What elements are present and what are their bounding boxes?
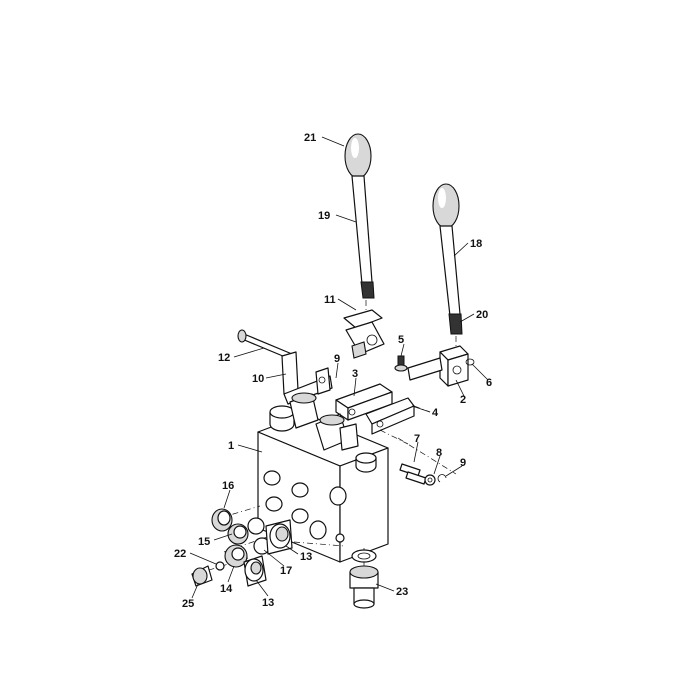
callout-11: 11	[324, 294, 336, 306]
callout-15: 15	[198, 536, 210, 548]
bolts-7-8-9	[399, 463, 447, 486]
fittings-13-15-17	[227, 517, 293, 555]
callout-20: 20	[476, 309, 488, 321]
callout-18: 18	[470, 238, 482, 250]
callout-16: 16	[222, 480, 234, 492]
plug-16	[211, 508, 233, 532]
pin-12	[237, 329, 293, 360]
callout-22: 22	[174, 548, 186, 560]
block-2	[407, 345, 475, 387]
callout-4: 4	[432, 407, 439, 419]
callout-13-lower: 13	[262, 597, 274, 609]
callout-9-right: 9	[460, 457, 466, 469]
fittings-13-14-22-25	[191, 544, 267, 587]
lever-handle-right	[432, 183, 463, 335]
callout-5: 5	[398, 334, 404, 346]
callout-21: 21	[304, 132, 316, 144]
callout-3: 3	[352, 368, 358, 380]
callout-2: 2	[460, 394, 466, 406]
callout-10: 10	[252, 373, 264, 385]
callout-12: 12	[218, 352, 230, 364]
bolt-5	[394, 355, 408, 372]
callout-14: 14	[220, 583, 233, 595]
callout-25: 25	[182, 598, 194, 610]
lever-handle-left	[344, 133, 375, 299]
fitting-23	[349, 549, 379, 609]
callout-1: 1	[228, 440, 234, 452]
callout-13-upper: 13	[300, 551, 312, 563]
callout-17: 17	[280, 565, 292, 577]
linkage-bracket-11	[343, 309, 385, 359]
spool-fittings-top	[289, 392, 359, 451]
callout-labels: 21 19 18 11 20 5 12 9 10 3 6 2 4 1 7 8 9…	[174, 132, 492, 610]
callout-6: 6	[486, 377, 492, 389]
callout-8: 8	[436, 447, 442, 459]
leader-lines	[189, 136, 489, 599]
clevis-assembly-3-4	[335, 383, 415, 435]
callout-9-top: 9	[334, 353, 340, 365]
callout-19: 19	[318, 210, 330, 222]
callout-7: 7	[414, 433, 420, 445]
callout-23: 23	[396, 586, 408, 598]
